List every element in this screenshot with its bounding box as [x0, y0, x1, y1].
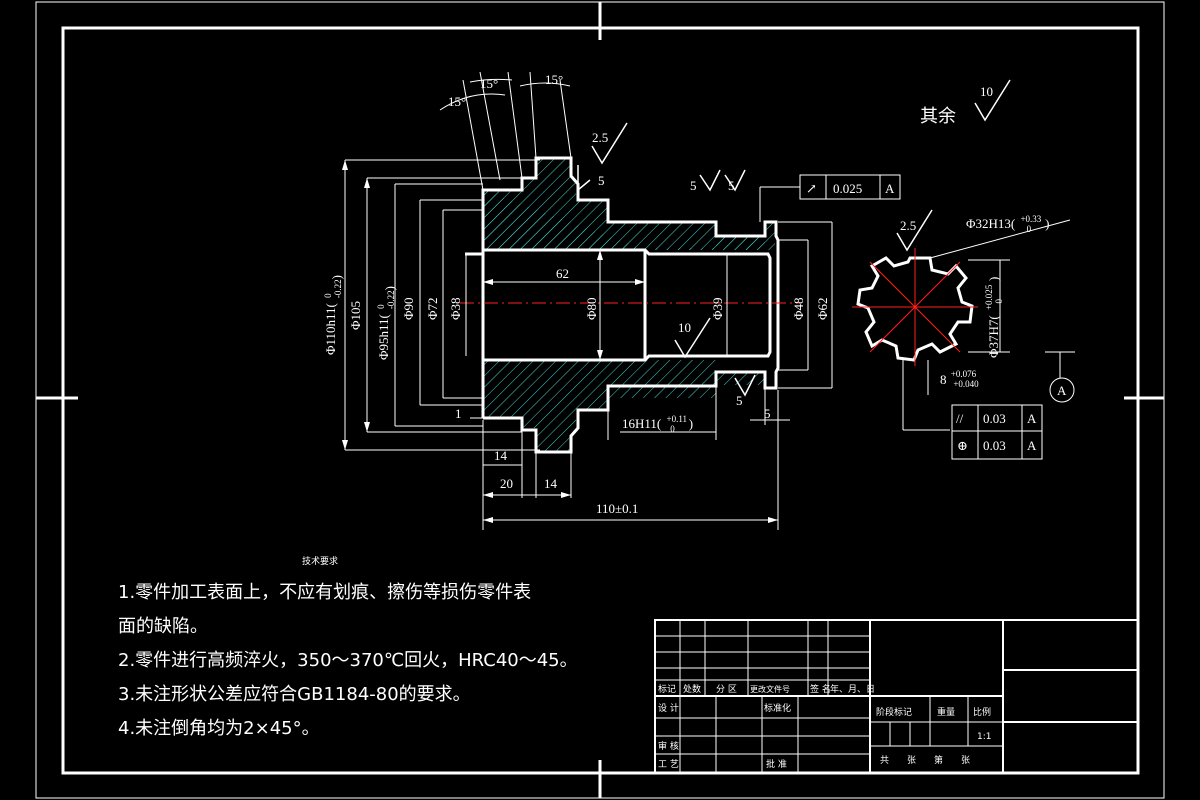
- note-line-5: 4.未注倒角均为2×45°。: [118, 718, 320, 739]
- dim-len62: 62: [556, 266, 569, 281]
- dim-d72: Φ72: [425, 297, 440, 320]
- parallel-datum: A: [1027, 411, 1037, 426]
- tb-stage: 阶段标记: [876, 706, 912, 718]
- datum-label: A: [1057, 383, 1067, 398]
- tb-mark: 标记: [658, 683, 676, 695]
- dim-d80: Φ80: [584, 297, 599, 320]
- angle-label-3: 15°: [545, 72, 563, 87]
- dim-d95: Φ95h11( 0 -0.22): [372, 286, 397, 360]
- runout-value: 0.025: [833, 181, 862, 196]
- runout-symbol: ↗: [806, 181, 817, 196]
- tb-sheets: 共 张 第 张: [880, 754, 970, 766]
- dim-five: 5: [764, 406, 771, 421]
- position-value: 0.03: [983, 438, 1006, 453]
- spline-width-label: 8 +0.076 +0.040: [940, 365, 979, 389]
- dim-d62: Φ62: [815, 297, 830, 320]
- spline-d37-label: Φ37H7( +0.025 0): [980, 277, 1004, 358]
- roughness-rest-value: 10: [980, 84, 993, 99]
- dim-d48: Φ48: [791, 297, 806, 320]
- spline-view: Φ32H13( +0.33 0) Φ37H7( +0.025 0) 8 +0.0…: [852, 210, 1075, 460]
- roughness-right-flank: 5: [728, 178, 735, 193]
- angle-label-2: 15°: [480, 76, 498, 91]
- tb-process: 工 艺: [658, 759, 679, 770]
- angle-labels: 15° 15° 15°: [448, 72, 563, 109]
- title-block: [654, 619, 1139, 774]
- parallel-tolerance-frame: // 0.03 A: [951, 404, 1043, 432]
- tb-scale-label: 比例: [973, 706, 991, 718]
- dim-d38: Φ38: [448, 297, 463, 320]
- position-datum: A: [1027, 438, 1037, 453]
- dim-d39: Φ39: [710, 297, 725, 320]
- parallel-value: 0.03: [983, 411, 1006, 426]
- spline-profile: [856, 256, 974, 362]
- centering-marks: [36, 2, 1164, 798]
- tb-weight: 重量: [937, 706, 955, 718]
- dim-l14b: 14: [544, 476, 558, 491]
- dim-d105: Φ105: [348, 301, 363, 330]
- note-line-4: 3.未注形状公差应符合GB1184-80的要求。: [118, 684, 471, 705]
- tb-change-doc: 更改文件号: [750, 684, 790, 694]
- dim-total: 110±0.1: [596, 501, 638, 516]
- dim-d110: Φ110h11( 0 -0.22): [319, 275, 344, 355]
- roughness-top: 2.5: [592, 130, 608, 145]
- tb-review: 审 核: [658, 740, 679, 752]
- dim-l20: 20: [500, 476, 513, 491]
- runout-tolerance-frame: ↗ 0.025 A: [799, 174, 901, 200]
- dim-one: 1: [455, 406, 462, 421]
- dim-l14a: 14: [494, 448, 508, 463]
- title-block-text: 标记 处数 分 区 更改文件号 签 名 年、月、日 设 计 标准化 阶段标记 重…: [658, 683, 991, 770]
- tb-zone: 分 区: [716, 684, 737, 695]
- note-line-2: 面的缺陷。: [118, 616, 208, 637]
- notes-title: 技术要求: [302, 557, 339, 567]
- spline-d32-label: Φ32H13( +0.33 0): [966, 210, 1049, 234]
- roughness-rest-label: 其余: [920, 106, 956, 127]
- dimension-arrows: [342, 160, 778, 523]
- tb-design: 设 计: [658, 702, 679, 714]
- roughness-labels: 其余 10 2.5 5 5 5 10 5 2.5: [592, 84, 993, 408]
- dim-d90: Φ90: [401, 297, 416, 320]
- tb-scale: 1:1: [977, 732, 991, 742]
- runout-datum: A: [885, 181, 895, 196]
- tb-sign: 签 名: [810, 683, 831, 695]
- length-labels: 62 1 16H11( +0.11 0) 5 14 20 14 110±0.1: [455, 266, 771, 516]
- parallel-symbol: //: [956, 411, 964, 426]
- roughness-bore: 10: [678, 320, 691, 335]
- roughness-spline: 2.5: [900, 218, 916, 233]
- roughness-symbols: [577, 79, 1011, 397]
- note-line-1: 1.零件加工表面上，不应有划痕、擦伤等损伤零件表: [118, 582, 532, 603]
- tb-standard: 标准化: [764, 702, 791, 714]
- tb-count: 处数: [683, 683, 701, 695]
- roughness-chamfer: 5: [598, 173, 605, 188]
- position-tolerance-frame: ⊕ 0.03 A: [951, 430, 1043, 460]
- dim-w16: 16H11( +0.11 0): [622, 410, 693, 434]
- roughness-left-flank: 5: [690, 178, 697, 193]
- section-hatch: [483, 158, 775, 452]
- angle-label-1: 15°: [448, 94, 466, 109]
- technical-notes: 1.零件加工表面上，不应有划痕、擦伤等损伤零件表 面的缺陷。 2.零件进行高频淬…: [118, 576, 578, 746]
- position-symbol: ⊕: [957, 438, 968, 453]
- tb-approve: 批 准: [766, 758, 787, 770]
- dimension-lines: [344, 71, 833, 530]
- roughness-bottom: 5: [736, 393, 743, 408]
- tb-date: 年、月、日: [830, 683, 875, 695]
- diameter-labels: Φ110h11( 0 -0.22) Φ105 Φ95h11( 0 -0.22) …: [319, 275, 830, 360]
- note-line-3: 2.零件进行高频淬火，350～370℃回火，HRC40～45。: [118, 650, 578, 671]
